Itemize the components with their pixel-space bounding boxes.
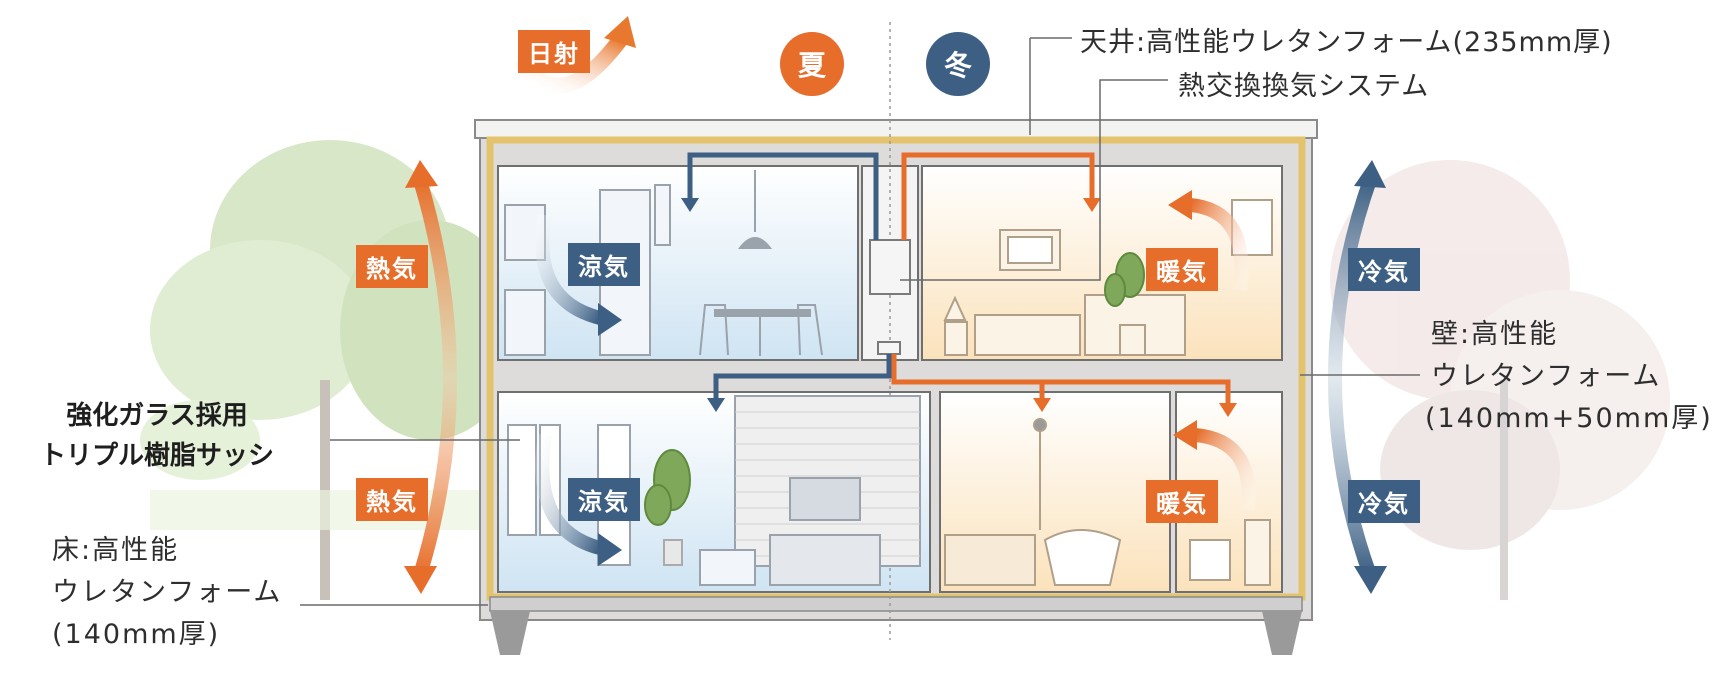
cool-swirl-lower: [535, 433, 622, 566]
tree-left: [140, 140, 520, 600]
inside-cool-tag-upper: 涼気: [568, 243, 640, 286]
wall-label: 壁:高性能 ウレタンフォーム (140mm+50mm厚): [1425, 314, 1713, 440]
ventilation-unit: [869, 239, 911, 295]
foundation: [489, 596, 1303, 612]
winter-badge: 冬: [926, 32, 990, 96]
outside-cold-tag-upper: 冷気: [1348, 248, 1420, 291]
warm-swirl-lower: [1173, 420, 1256, 511]
winter-duct: [891, 152, 1231, 405]
floor-label-line-1: 床:高性能: [52, 535, 180, 566]
sash-label-line-1: 強化ガラス採用: [66, 401, 248, 431]
warm-swirl-upper: [1168, 190, 1249, 291]
outside-cold-tag-lower: 冷気: [1348, 480, 1420, 523]
floor-label-line-3: (140mm厚): [52, 619, 221, 650]
outside-heat-tag-upper: 熱気: [356, 245, 428, 288]
inside-warm-tag-upper: 暖気: [1146, 248, 1218, 291]
roof-eave: [474, 119, 1318, 139]
ventilation-label: 熱交換換気システム: [1178, 71, 1430, 102]
summer-duct: [687, 152, 892, 400]
inside-cool-tag-lower: 涼気: [568, 478, 640, 521]
sunlight-label: 日射: [518, 30, 590, 73]
summer-duct-heads: [681, 198, 725, 412]
floor-label: 床:高性能 ウレタンフォーム (140mm厚): [52, 530, 282, 656]
winter-duct-heads: [1033, 198, 1237, 417]
leader-lines: [300, 37, 1420, 606]
summer-badge: 夏: [780, 32, 844, 96]
wall-label-line-3: (140mm+50mm厚): [1425, 403, 1713, 434]
sash-label-line-2: トリプル樹脂サッシ: [40, 441, 275, 471]
wall-label-line-2: ウレタンフォーム: [1431, 361, 1662, 392]
living-furniture: [507, 395, 921, 586]
cool-swirl-upper: [535, 213, 622, 336]
sash-label: 強化ガラス採用 トリプル樹脂サッシ: [40, 396, 274, 476]
ceiling-label: 天井:高性能ウレタンフォーム(235mm厚): [1080, 27, 1613, 58]
foundation-right: [1262, 611, 1302, 655]
wall-label-line-1: 壁:高性能: [1431, 319, 1559, 350]
bath-furniture: [944, 418, 1271, 586]
floor-label-line-2: ウレタンフォーム: [52, 577, 283, 608]
inside-warm-tag-lower: 暖気: [1146, 480, 1218, 523]
room-upper-left: [497, 165, 859, 361]
tree-right: [1330, 160, 1670, 600]
ventilation-outlet: [877, 341, 901, 355]
outside-heat-tag-lower: 熱気: [356, 478, 428, 521]
bedroom-furniture: [943, 199, 1273, 356]
foundation-left: [490, 611, 530, 655]
heat-arc-left: [404, 160, 457, 594]
